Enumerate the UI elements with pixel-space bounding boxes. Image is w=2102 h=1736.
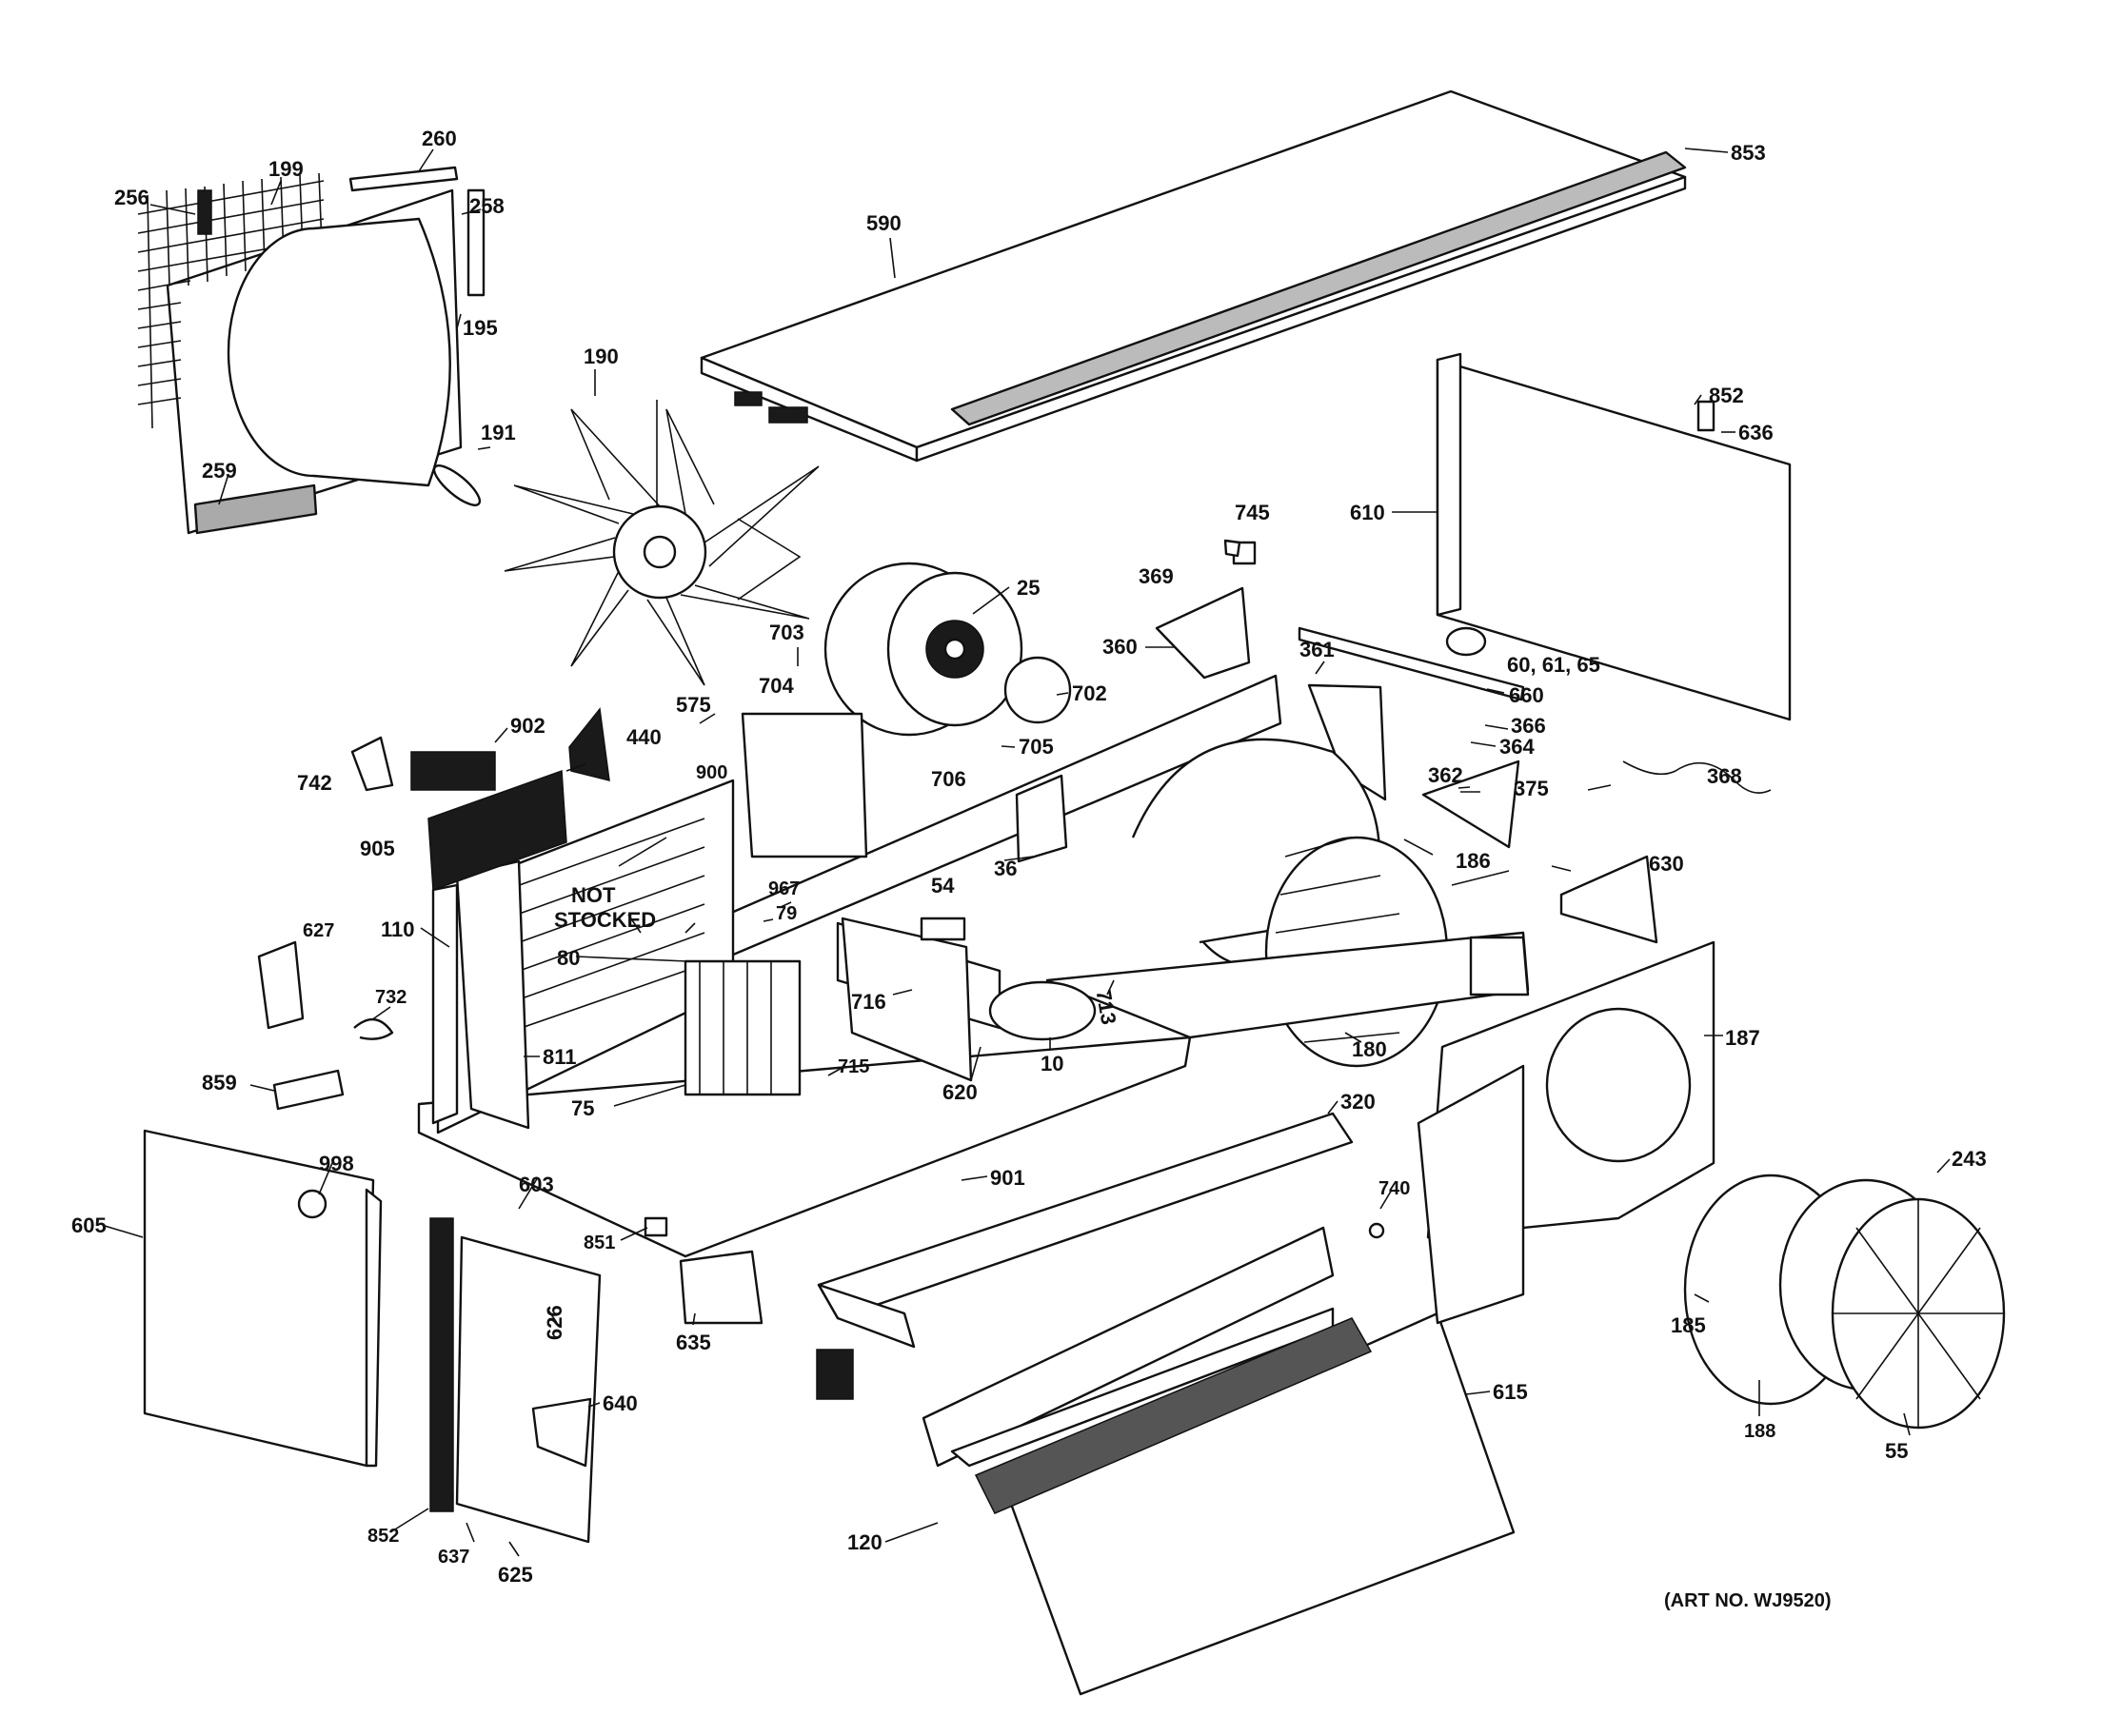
label-259: 259: [202, 459, 237, 483]
label-640: 640: [603, 1391, 638, 1415]
top-cover-590-shape: [700, 89, 1687, 463]
part-labels: 853 590 260 199 256 258 195 190 191 259 …: [71, 127, 1987, 1611]
front-bracket-set-shape: [429, 1217, 602, 1544]
label-603: 603: [519, 1173, 554, 1196]
label-742: 742: [297, 771, 332, 795]
label-859: 859: [202, 1071, 237, 1095]
label-967: 967: [768, 878, 800, 899]
misc-small-parts-shape: [257, 539, 1385, 1239]
label-660: 660: [1509, 683, 1544, 707]
label-630: 630: [1649, 852, 1684, 876]
label-811: 811: [543, 1045, 577, 1069]
label-852-bottom: 852: [367, 1526, 399, 1547]
label-199: 199: [268, 157, 304, 181]
label-636: 636: [1738, 421, 1774, 444]
label-120: 120: [847, 1530, 882, 1554]
label-740: 740: [1378, 1178, 1410, 1199]
base-chassis-shape: [417, 712, 1530, 1258]
label-186: 186: [1456, 849, 1491, 873]
art-number: (ART NO. WJ9520): [1664, 1590, 1832, 1611]
label-190: 190: [584, 345, 619, 368]
side-panel-605-shape: [143, 1129, 383, 1468]
label-75: 75: [571, 1096, 594, 1120]
label-635: 635: [676, 1331, 711, 1354]
label-360: 360: [1102, 635, 1138, 659]
label-902: 902: [510, 714, 545, 738]
label-852-top: 852: [1709, 384, 1744, 407]
label-590: 590: [866, 211, 902, 235]
label-625: 625: [498, 1563, 533, 1587]
label-243: 243: [1952, 1147, 1987, 1171]
label-627: 627: [303, 920, 334, 941]
label-851: 851: [584, 1233, 615, 1253]
label-361: 361: [1299, 638, 1335, 661]
label-745: 745: [1235, 501, 1270, 524]
label-615: 615: [1493, 1380, 1528, 1404]
label-713: 713: [1091, 988, 1120, 1027]
label-364: 364: [1499, 735, 1535, 759]
label-187: 187: [1725, 1026, 1760, 1050]
label-605: 605: [71, 1213, 107, 1237]
label-706: 706: [931, 767, 966, 791]
label-79: 79: [776, 903, 797, 924]
label-901: 901: [990, 1166, 1025, 1190]
fan-motor-shape: [823, 562, 1072, 737]
label-36: 36: [994, 857, 1017, 880]
label-620: 620: [942, 1080, 978, 1104]
side-panel-187-shape: [1417, 855, 1715, 1325]
label-998: 998: [319, 1152, 354, 1175]
label-732: 732: [375, 987, 407, 1008]
not-stocked-line-2: STOCKED: [554, 908, 656, 932]
label-905: 905: [360, 837, 395, 860]
label-369: 369: [1139, 564, 1174, 588]
label-55: 55: [1885, 1439, 1908, 1463]
label-320: 320: [1340, 1090, 1376, 1114]
label-702: 702: [1072, 681, 1107, 705]
label-188: 188: [1744, 1421, 1775, 1442]
label-256: 256: [114, 186, 149, 209]
condenser-fan-shape: [432, 400, 820, 686]
label-110: 110: [381, 917, 415, 941]
heater-element-shape: [684, 959, 802, 1096]
label-368: 368: [1707, 764, 1742, 788]
exhaust-grille-assembly-shape: [1683, 1174, 2006, 1430]
label-610: 610: [1350, 501, 1385, 524]
label-715: 715: [838, 1056, 869, 1077]
label-362: 362: [1428, 763, 1463, 787]
label-80: 80: [557, 946, 580, 970]
label-440: 440: [626, 725, 662, 749]
label-258: 258: [469, 194, 505, 218]
label-626: 626: [543, 1305, 566, 1340]
bracket-635-shape: [679, 1250, 763, 1325]
label-375: 375: [1514, 777, 1549, 800]
label-260: 260: [422, 127, 457, 150]
control-bracket-shape: [841, 774, 1097, 1082]
label-704: 704: [759, 674, 794, 698]
intake-grille-shape: [350, 707, 610, 892]
label-25: 25: [1017, 576, 1040, 600]
label-575: 575: [676, 693, 711, 717]
label-191: 191: [481, 421, 516, 444]
side-panel-610-shape: [1436, 352, 1792, 721]
label-185: 185: [1671, 1313, 1706, 1337]
label-900: 900: [696, 762, 727, 783]
label-10: 10: [1041, 1052, 1063, 1075]
label-716: 716: [851, 990, 886, 1014]
label-60-61-65: 60, 61, 65: [1507, 653, 1600, 677]
label-705: 705: [1019, 735, 1054, 759]
not-stocked-line-1: NOT: [571, 883, 616, 907]
label-366: 366: [1511, 714, 1546, 738]
label-853: 853: [1731, 141, 1766, 165]
brackets-shape: [1155, 541, 1772, 849]
label-180: 180: [1352, 1037, 1387, 1061]
label-195: 195: [463, 316, 498, 340]
label-703: 703: [769, 621, 804, 644]
label-637: 637: [438, 1547, 469, 1568]
evaporator-coil-shape: [816, 1226, 1516, 1696]
condenser-shroud-shape: [137, 166, 486, 535]
label-54: 54: [931, 874, 955, 898]
drain-pan-shape: [817, 1112, 1354, 1349]
leader-lines: [104, 148, 1951, 1557]
